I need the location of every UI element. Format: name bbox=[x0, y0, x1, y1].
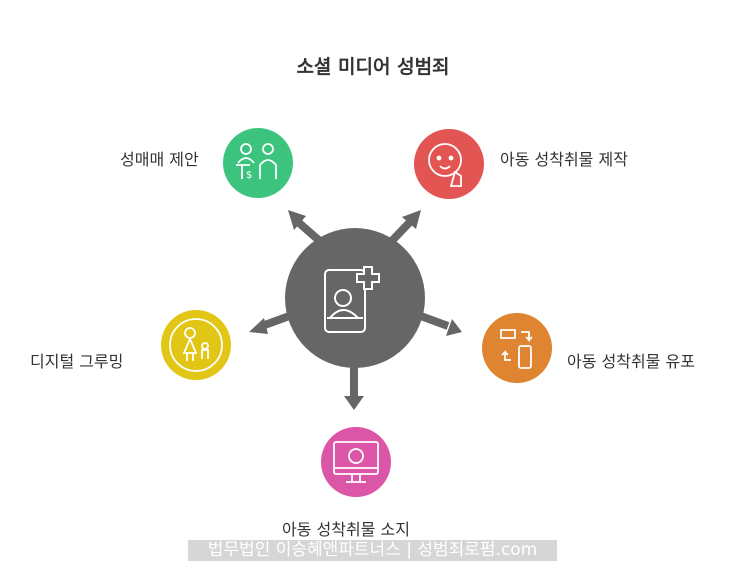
add-user-device-icon bbox=[324, 266, 380, 333]
node-label-distribution: 아동 성착취물 유포 bbox=[567, 352, 695, 371]
share-device-icon bbox=[500, 329, 533, 369]
node-label-possession: 아동 성착취물 소지 bbox=[282, 520, 410, 539]
baby-camera-icon bbox=[428, 143, 462, 187]
arrow-to-pink bbox=[344, 362, 364, 410]
node-label-production: 아동 성착취물 제작 bbox=[500, 150, 628, 169]
node-circle bbox=[223, 128, 293, 198]
watermark: 법무법인 이승혜앤파트너스 | 성범죄로펌.com bbox=[188, 540, 557, 561]
transaction-people-icon: $ bbox=[236, 143, 277, 181]
node-circle bbox=[414, 129, 484, 199]
monitor-skull-icon bbox=[333, 441, 379, 483]
svg-text:$: $ bbox=[246, 170, 252, 181]
node-circle bbox=[321, 427, 391, 497]
arrow-to-yellow bbox=[249, 311, 294, 334]
adult-child-icon bbox=[169, 318, 223, 372]
diagram-title: 소셜 미디어 성범죄 bbox=[296, 56, 450, 78]
node-circle bbox=[482, 313, 552, 383]
node-label-grooming: 디지털 그루밍 bbox=[30, 352, 124, 371]
node-label-solicitation: 성매매 제안 bbox=[120, 150, 199, 169]
node-circle bbox=[161, 310, 231, 380]
center-circle bbox=[285, 228, 425, 368]
arrow-to-orange bbox=[416, 311, 462, 336]
